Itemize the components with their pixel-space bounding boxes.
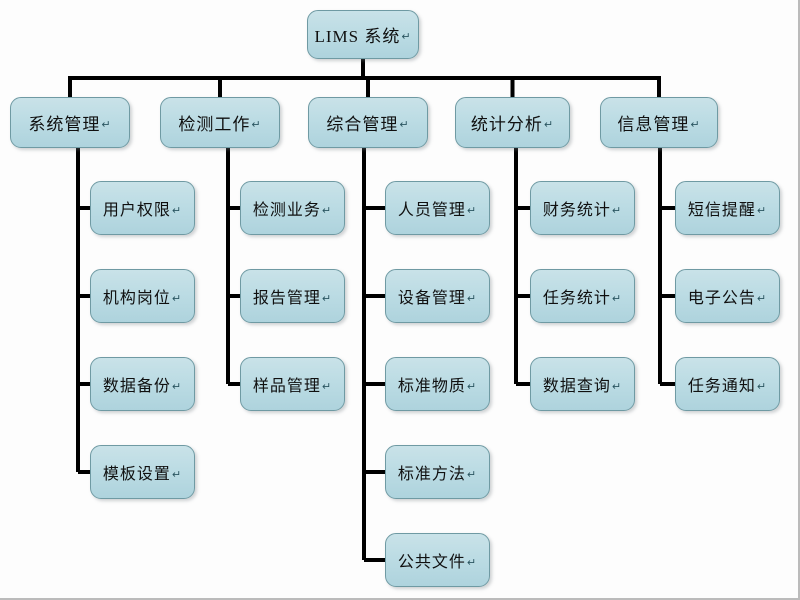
node-label: 报告管理	[252, 290, 321, 307]
node-label: 电子公告	[687, 290, 756, 307]
paragraph-mark-icon: ↵	[466, 291, 478, 305]
paragraph-mark-icon: ↵	[251, 118, 262, 131]
node-label: 短信提醒	[687, 202, 756, 219]
node-label: 标准方法	[397, 466, 466, 483]
node-org-position[interactable]: 机构岗位↵	[90, 269, 195, 323]
node-public-document[interactable]: 公共文件↵	[385, 533, 490, 587]
paragraph-mark-icon: ↵	[171, 291, 183, 305]
node-label: 综合管理	[326, 115, 399, 134]
node-label: 任务通知	[687, 378, 756, 395]
paragraph-mark-icon: ↵	[756, 379, 768, 393]
node-financial-statistics[interactable]: 财务统计↵	[530, 181, 635, 235]
node-data-query[interactable]: 数据查询↵	[530, 357, 635, 411]
node-personnel-management[interactable]: 人员管理↵	[385, 181, 490, 235]
node-label: 财务统计	[542, 202, 611, 219]
node-label: 机构岗位	[102, 290, 171, 307]
node-label: LIMS 系统	[314, 27, 401, 46]
paragraph-mark-icon: ↵	[466, 555, 478, 569]
node-root-lims[interactable]: LIMS 系统↵	[307, 10, 419, 59]
node-label: 任务统计	[542, 290, 611, 307]
node-data-backup[interactable]: 数据备份↵	[90, 357, 195, 411]
node-testing-business[interactable]: 检测业务↵	[240, 181, 345, 235]
paragraph-mark-icon: ↵	[321, 379, 333, 393]
branch-system-management[interactable]: 系统管理↵	[10, 97, 130, 148]
node-equipment-management[interactable]: 设备管理↵	[385, 269, 490, 323]
node-label: 人员管理	[397, 202, 466, 219]
branch-comprehensive-management[interactable]: 综合管理↵	[308, 97, 428, 148]
node-label: 信息管理	[617, 115, 690, 134]
paragraph-mark-icon: ↵	[401, 30, 412, 43]
paragraph-mark-icon: ↵	[399, 118, 410, 131]
paragraph-mark-icon: ↵	[466, 467, 478, 481]
node-user-permission[interactable]: 用户权限↵	[90, 181, 195, 235]
paragraph-mark-icon: ↵	[690, 118, 701, 131]
paragraph-mark-icon: ↵	[611, 379, 623, 393]
node-standard-method[interactable]: 标准方法↵	[385, 445, 490, 499]
node-electronic-bulletin[interactable]: 电子公告↵	[675, 269, 780, 323]
paragraph-mark-icon: ↵	[756, 291, 768, 305]
paragraph-mark-icon: ↵	[756, 203, 768, 217]
node-label: 设备管理	[397, 290, 466, 307]
paragraph-mark-icon: ↵	[611, 291, 623, 305]
paragraph-mark-icon: ↵	[171, 203, 183, 217]
node-label: 公共文件	[397, 554, 466, 571]
node-report-management[interactable]: 报告管理↵	[240, 269, 345, 323]
node-label: 检测工作	[178, 115, 251, 134]
paragraph-mark-icon: ↵	[466, 203, 478, 217]
node-task-statistics[interactable]: 任务统计↵	[530, 269, 635, 323]
node-label: 检测业务	[252, 202, 321, 219]
node-label: 统计分析	[470, 115, 543, 134]
branch-testing-work[interactable]: 检测工作↵	[160, 97, 280, 148]
branch-statistical-analysis[interactable]: 统计分析↵	[455, 97, 570, 148]
paragraph-mark-icon: ↵	[611, 203, 623, 217]
paragraph-mark-icon: ↵	[321, 203, 333, 217]
node-label: 标准物质	[397, 378, 466, 395]
paragraph-mark-icon: ↵	[466, 379, 478, 393]
paragraph-mark-icon: ↵	[171, 379, 183, 393]
paragraph-mark-icon: ↵	[171, 467, 183, 481]
paragraph-mark-icon: ↵	[101, 118, 112, 131]
branch-information-management[interactable]: 信息管理↵	[600, 97, 718, 148]
node-sms-reminder[interactable]: 短信提醒↵	[675, 181, 780, 235]
node-standard-material[interactable]: 标准物质↵	[385, 357, 490, 411]
paragraph-mark-icon: ↵	[543, 118, 555, 131]
paragraph-mark-icon: ↵	[321, 291, 333, 305]
node-label: 用户权限	[102, 202, 171, 219]
node-label: 数据备份	[102, 378, 171, 395]
node-label: 数据查询	[542, 378, 611, 395]
node-template-setting[interactable]: 模板设置↵	[90, 445, 195, 499]
node-label: 样品管理	[252, 378, 321, 395]
node-label: 系统管理	[28, 115, 101, 134]
node-task-notice[interactable]: 任务通知↵	[675, 357, 780, 411]
node-sample-management[interactable]: 样品管理↵	[240, 357, 345, 411]
node-label: 模板设置	[102, 466, 171, 483]
